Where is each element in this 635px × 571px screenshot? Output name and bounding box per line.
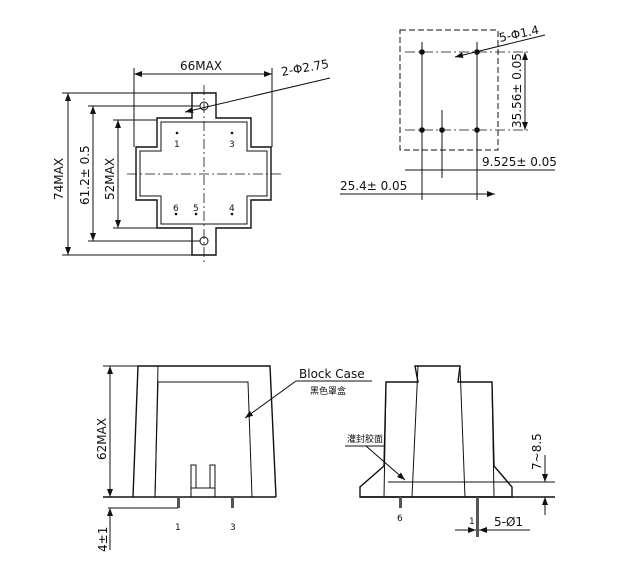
- case-inner: [154, 381, 253, 498]
- outer-height-dimension: 74MAX: [52, 158, 66, 200]
- height-dimension: 62MAX: [95, 418, 109, 460]
- side-view: 6 1 5-Ø1 7~8.5 灌封胶面: [345, 365, 555, 537]
- pin-label: 5: [193, 204, 199, 214]
- hole-spacing-dimension: 61.2± 0.5: [78, 145, 92, 205]
- long-spacing-dimension: 25.4± 0.05: [340, 179, 407, 193]
- width-dimension: 66MAX: [180, 59, 222, 73]
- pin-label: 1: [469, 517, 475, 527]
- potting-height-dimension: 7~8.5: [530, 433, 544, 470]
- potting-label-chinese: 灌封胶面: [347, 433, 383, 445]
- vertical-spacing-dimension: 35.56± 0.05: [510, 53, 524, 128]
- pin-label: 6: [397, 514, 403, 524]
- case-label-chinese: 黑色罩盒: [310, 385, 346, 397]
- case-outer: [132, 365, 277, 498]
- pin-diameter-note: 5-Ø1: [494, 515, 523, 529]
- pin-label: 3: [230, 523, 236, 533]
- side-outline: [359, 365, 513, 498]
- top-view: 66MAX 2-Φ2.75 74MAX 61.2± 0.5 52MAX 1 3 …: [52, 57, 331, 262]
- pin-length-dimension: 4±1: [96, 527, 110, 552]
- body-height-dimension: 52MAX: [103, 158, 117, 200]
- hole-note: 2-Φ2.75: [280, 57, 330, 79]
- pin-label: 1: [175, 523, 181, 533]
- pin-label: 3: [229, 140, 235, 150]
- pin-label: 6: [173, 204, 179, 214]
- case-outline: [135, 92, 272, 256]
- case-label: Block Case: [299, 367, 365, 381]
- front-view: 62MAX 4±1 1 3 Block Case 黑色罩盒: [95, 365, 372, 552]
- short-spacing-dimension: 9.525± 0.05: [482, 155, 557, 169]
- pin-label: 1: [174, 140, 180, 150]
- case-inner-outline: [139, 121, 268, 225]
- pin-layout-view: 5-Φ1.4 35.56± 0.05 9.525± 0.05 25.4± 0.0…: [340, 23, 557, 200]
- pin-label: 4: [229, 204, 235, 214]
